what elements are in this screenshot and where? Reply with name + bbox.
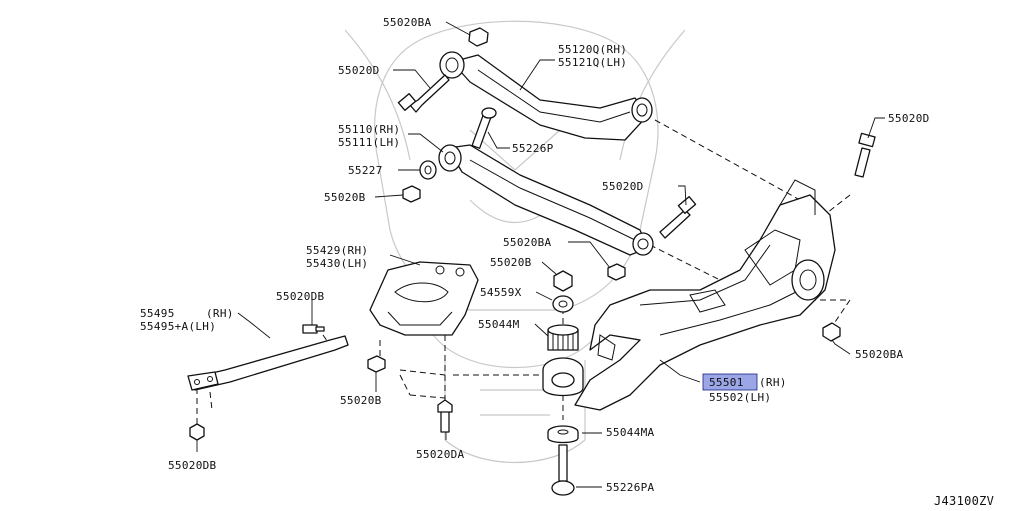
nut-55020B-left <box>402 185 421 203</box>
bolt-55020D-right <box>854 132 876 178</box>
suspension-member-55501 <box>574 179 836 411</box>
nut-55020B-mid <box>553 270 573 292</box>
bracket-55429 <box>369 261 479 336</box>
bolt-55020DB-top <box>302 324 325 334</box>
bushing-55501 <box>542 357 584 397</box>
label-55226P[interactable]: 55226P <box>512 142 554 155</box>
label-55020D-mid[interactable]: 55020D <box>602 180 644 193</box>
bolt-55226PA <box>551 444 575 496</box>
nut-55020BA-upper <box>468 27 489 47</box>
label-55020B-left[interactable]: 55020B <box>324 191 366 204</box>
label-55430[interactable]: 55430(LH) <box>306 257 368 270</box>
bolt-55020DB-bottom <box>189 423 205 441</box>
lateral-rod-55495 <box>187 335 349 391</box>
bushing-55044MA <box>547 425 579 444</box>
label-55501-rh: (RH) <box>759 376 787 389</box>
label-55044M[interactable]: 55044M <box>478 318 520 331</box>
nut-55020BA-right <box>822 322 841 342</box>
bolt-55020D-upper <box>397 74 450 113</box>
label-55429[interactable]: 55429(RH) <box>306 244 368 257</box>
label-55495A[interactable]: 55495+A(LH) <box>140 320 216 333</box>
label-55227[interactable]: 55227 <box>348 164 383 177</box>
leader-lines <box>196 21 885 488</box>
label-55020BA-top[interactable]: 55020BA <box>383 16 432 29</box>
lower-link-55110 <box>438 144 654 256</box>
label-55120Q[interactable]: 55120Q(RH) <box>558 43 627 56</box>
bushing-55044M <box>547 324 579 351</box>
nut-55020BA-mid <box>607 263 626 281</box>
bolt-55226P <box>471 107 497 149</box>
label-55020DA[interactable]: 55020DA <box>416 448 465 461</box>
nut-55020B-bracket <box>367 355 386 373</box>
label-55020D-right[interactable]: 55020D <box>888 112 930 125</box>
bolt-55020DA <box>437 399 453 433</box>
diagram-code: J43100ZV <box>934 494 994 508</box>
part-highlight-55501 <box>702 373 758 391</box>
label-55020B-bottom[interactable]: 55020B <box>340 394 382 407</box>
label-55111[interactable]: 55111(LH) <box>338 136 400 149</box>
label-55121Q[interactable]: 55121Q(LH) <box>558 56 627 69</box>
label-55020DB-top[interactable]: 55020DB <box>276 290 325 303</box>
label-55020D-left[interactable]: 55020D <box>338 64 380 77</box>
label-55502[interactable]: 55502(LH) <box>709 391 771 404</box>
upper-link-55120Q <box>439 51 653 141</box>
label-55020B-mid[interactable]: 55020B <box>490 256 532 269</box>
label-55110[interactable]: 55110(RH) <box>338 123 400 136</box>
label-55226PA[interactable]: 55226PA <box>606 481 655 494</box>
label-54559X[interactable]: 54559X <box>480 286 522 299</box>
label-55044MA[interactable]: 55044MA <box>606 426 655 439</box>
bolt-55020D-mid <box>659 196 697 239</box>
label-55495-rh: (RH) <box>206 307 234 320</box>
label-55020BA-mid[interactable]: 55020BA <box>503 236 552 249</box>
label-55020DB-bottom[interactable]: 55020DB <box>168 459 217 472</box>
label-55495[interactable]: 55495 <box>140 307 175 320</box>
washer-55227 <box>419 160 437 180</box>
label-55020BA-right[interactable]: 55020BA <box>855 348 904 361</box>
spacer-54559X <box>552 295 574 313</box>
label-55501[interactable]: 55501 <box>709 376 744 389</box>
